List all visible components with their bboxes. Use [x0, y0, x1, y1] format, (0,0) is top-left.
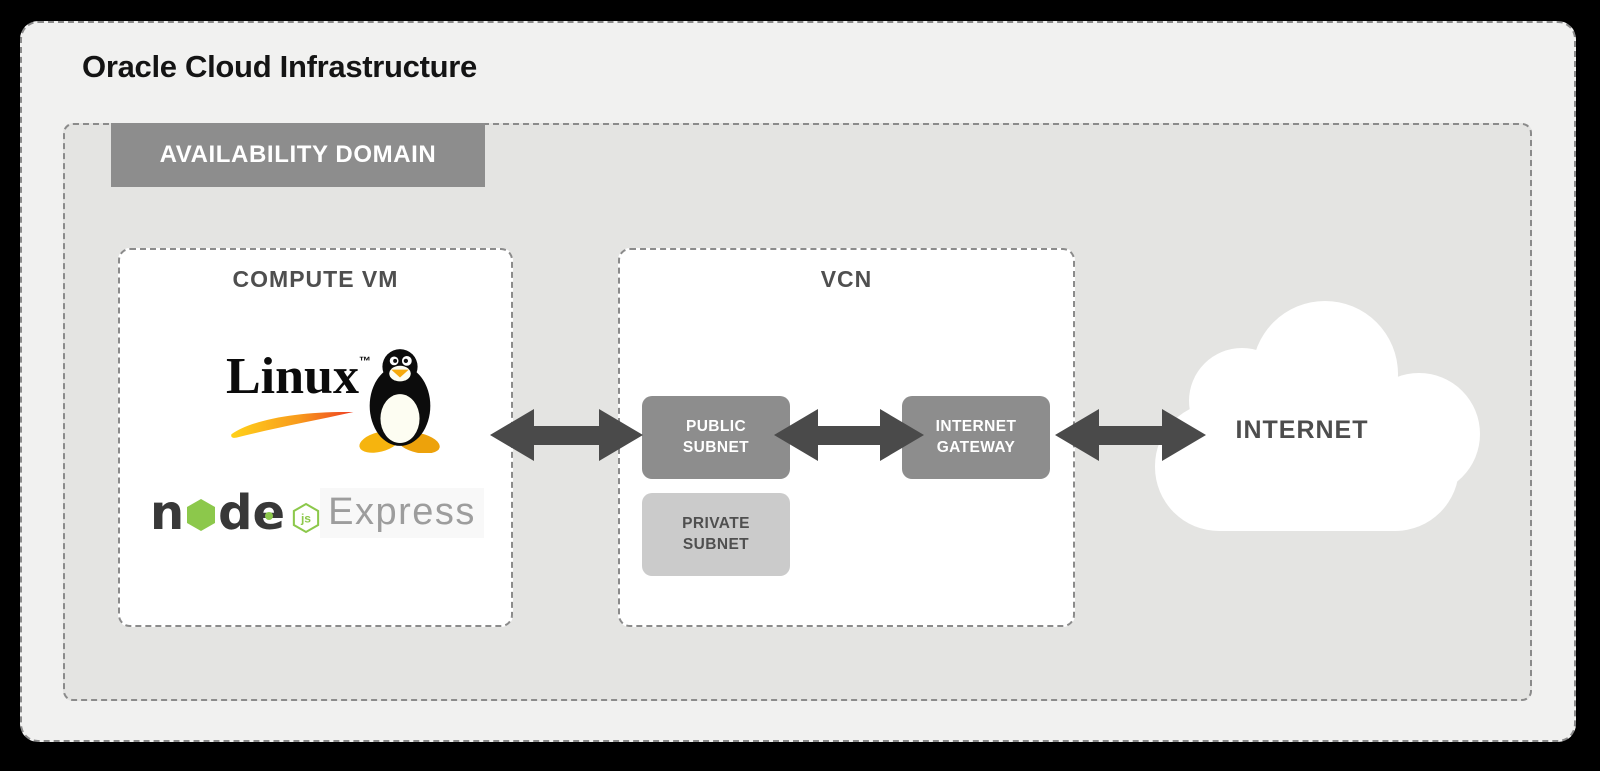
linux-logo: Linux™ [218, 343, 460, 459]
arrow-internet-gateway-to-internet [1055, 409, 1206, 461]
diagram-title: Oracle Cloud Infrastructure [82, 49, 477, 84]
linux-trademark: ™ [358, 354, 371, 368]
arrow-head-right-icon [880, 409, 924, 461]
arrow-head-right-icon [1162, 409, 1206, 461]
public-subnet-label-line2: SUBNET [682, 438, 750, 456]
internet-label: INTERNET [1235, 416, 1369, 444]
nodejs-hexagon-icon [187, 499, 216, 531]
internet-gateway-label-line2: GATEWAY [936, 438, 1016, 456]
nodejs-js-badge-label: js [300, 512, 311, 526]
availability-domain-box: AVAILABILITY DOMAIN COMPUTE VM Linux™ [63, 123, 1532, 701]
compute-vm-title: COMPUTE VM [232, 266, 399, 292]
internet-gateway-label-line1: INTERNET [935, 418, 1017, 436]
vcn-title: VCN [820, 266, 873, 292]
linux-swoosh-icon [231, 411, 354, 438]
arrow-bar [534, 425, 599, 445]
arrow-public-subnet-to-internet-gateway [774, 409, 924, 461]
arrow-head-left-icon [774, 409, 818, 461]
nodejs-letter-n: n [150, 485, 185, 541]
nodejs-js-badge-icon: js [292, 502, 320, 534]
public-subnet-label-line1: PUBLIC [685, 418, 747, 436]
arrow-head-left-icon [490, 409, 534, 461]
runtime-logos-row: n d e js Express [150, 480, 484, 546]
linux-wordmark-text: Linux [226, 348, 359, 405]
availability-domain-label: AVAILABILITY DOMAIN [111, 123, 485, 187]
express-logo: Express [320, 488, 484, 538]
vcn-box: VCN PUBLIC SUBNET PRIVATE SUBNET INTERNE… [618, 248, 1075, 627]
linux-wordmark: Linux™ [226, 351, 371, 403]
nodejs-letter-e: e [252, 485, 286, 541]
private-subnet-box: PRIVATE SUBNET [642, 493, 790, 576]
public-subnet-box: PUBLIC SUBNET [642, 396, 790, 479]
arrow-bar [818, 425, 880, 445]
internet-cloud-icon [1155, 301, 1480, 531]
compute-vm-box: COMPUTE VM Linux™ [118, 248, 513, 627]
nodejs-letter-d: d [218, 485, 253, 541]
arrow-head-left-icon [1055, 409, 1099, 461]
arrow-compute-to-public-subnet [490, 409, 643, 461]
availability-domain-label-text: AVAILABILITY DOMAIN [159, 141, 437, 168]
arrow-bar [1099, 425, 1162, 445]
internet-gateway-box: INTERNET GATEWAY [902, 396, 1050, 479]
arrow-head-right-icon [599, 409, 643, 461]
nodejs-logo: n d e js [150, 485, 320, 541]
private-subnet-label-line1: PRIVATE [682, 515, 750, 533]
tux-penguin-icon [359, 349, 440, 453]
private-subnet-label-line2: SUBNET [682, 535, 750, 553]
oracle-cloud-infrastructure-box: Oracle Cloud Infrastructure AVAILABILITY… [20, 21, 1576, 742]
